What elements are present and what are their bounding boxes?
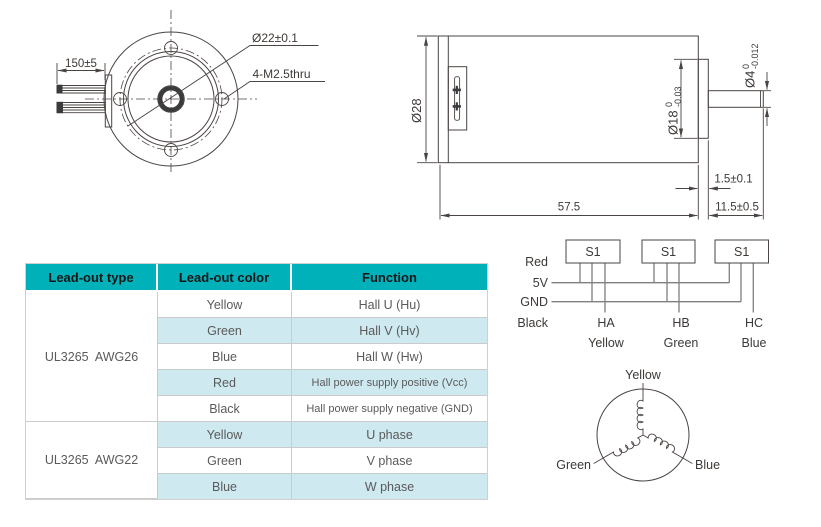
color-cell: Red: [158, 370, 292, 396]
winding-coil-right: [642, 433, 693, 464]
boss-diameter-dimension: Ø18 0 -0.03: [664, 58, 698, 139]
signal-label-hb: HB: [672, 316, 689, 330]
shaft-length-dimension: 11.5±0.5: [708, 108, 764, 220]
leadout-type-awg22: UL3265 AWG22: [26, 422, 158, 499]
hall-sensor-box-3: [714, 239, 769, 264]
winding-label-green: Green: [556, 458, 591, 472]
sensor-3-pins: [728, 263, 754, 313]
supply-label-red: Red: [525, 255, 548, 269]
hall-sensor-box-1: [565, 239, 621, 264]
table-header-row: Lead-out type Lead-out color Function: [26, 264, 487, 292]
color-cell: Blue: [158, 344, 292, 370]
shaft-tolerance-lower: -0.012: [750, 43, 760, 69]
wire-color-label-yellow: Yellow: [588, 336, 625, 350]
signal-label-ha: HA: [597, 316, 615, 330]
pilot-diameter-label: Ø22±0.1: [252, 31, 298, 45]
table-row: UL3265 AWG22 Yellow U phase: [26, 422, 487, 499]
mount-hole-bottom: [164, 143, 178, 157]
supply-label-gnd: GND: [520, 295, 548, 309]
side-view: Ø28 Ø18 0 -0.03 Ø4 0 -0.012: [409, 35, 771, 220]
function-cell: Hall U (Hu): [292, 292, 487, 318]
body-length-dimension: 57.5: [439, 164, 698, 220]
function-cell: U phase: [292, 422, 487, 448]
function-cell: Hall W (Hw): [292, 344, 487, 370]
function-cell: Hall power supply negative (GND): [292, 396, 487, 422]
pilot-diameter-callout: Ø22±0.1: [127, 31, 319, 127]
header-leadout-type: Lead-out type: [26, 264, 158, 292]
winding-label-yellow: Yellow: [625, 368, 662, 382]
boss-tolerance-lower: -0.03: [673, 86, 683, 107]
function-cell: V phase: [292, 448, 487, 474]
table-row: Green Hall V (Hv): [26, 318, 487, 344]
boss-length-label: 1.5±0.1: [714, 174, 752, 186]
winding-diagram: Yellow Green Blue: [556, 368, 720, 482]
mount-hole-left: [113, 92, 127, 106]
table-row: Green V phase: [26, 448, 487, 474]
bolt-circle: [119, 47, 223, 151]
mount-hole-right: [215, 92, 229, 106]
supply-label-black: Black: [517, 316, 548, 330]
shaft-section-ring: [157, 85, 184, 112]
shaft-bore-outer: [157, 85, 185, 113]
winding-coil-left: [593, 434, 644, 464]
front-view: 150±5 Ø22±0.1 4-M2.5thru: [56, 10, 325, 172]
color-cell: Green: [158, 448, 292, 474]
body-diameter-dimension: Ø28: [409, 35, 438, 164]
sensor-1-label: S1: [585, 245, 600, 259]
leadout-type-awg26: UL3265 AWG26: [26, 292, 158, 422]
color-cell: Yellow: [158, 422, 292, 448]
hall-sensor-circuit: S1 S1 S1 Red 5V GND Black HA HB HC Yello…: [517, 239, 769, 350]
wire-length-label: 150±5: [65, 58, 97, 70]
header-leadout-color: Lead-out color: [158, 264, 292, 292]
boss-diameter-label: Ø18: [666, 110, 681, 135]
function-cell: W phase: [292, 474, 487, 499]
color-cell: Blue: [158, 474, 292, 499]
sensor-1-pins: [579, 263, 606, 313]
motor-body-outline: [437, 35, 699, 164]
hall-sensor-box-2: [641, 239, 696, 264]
sensor-3-label: S1: [734, 245, 749, 259]
wire-color-label-green: Green: [664, 336, 699, 350]
pilot-ring-outer: [123, 51, 219, 147]
table-row: Red Hall power supply positive (Vcc): [26, 370, 487, 396]
header-function: Function: [292, 264, 487, 292]
table-row: UL3265 AWG26 Yellow Hall U (Hu): [26, 292, 487, 422]
cable-exit-tab: [104, 74, 113, 128]
leadout-table: Lead-out type Lead-out color Function UL…: [25, 263, 488, 500]
table-row: Black Hall power supply negative (GND): [26, 396, 487, 422]
function-cell: Hall power supply positive (Vcc): [292, 370, 487, 396]
boss-length-dimension: 1.5±0.1: [675, 140, 753, 220]
function-cell: Hall V (Hv): [292, 318, 487, 344]
boss-tolerance-upper: 0: [664, 102, 674, 107]
shaft-diameter-label: Ø4: [743, 71, 758, 88]
shaft-length-label: 11.5±0.5: [715, 202, 759, 214]
sensor-2-label: S1: [661, 245, 676, 259]
signal-label-hc: HC: [745, 316, 763, 330]
sensor-2-pins: [653, 263, 680, 313]
color-cell: Yellow: [158, 292, 292, 318]
body-diameter-label: Ø28: [409, 98, 424, 123]
supply-label-5v: 5V: [533, 276, 549, 290]
mounting-holes-label: 4-M2.5thru: [253, 67, 311, 81]
shaft-outline: [707, 90, 764, 108]
rear-boss-outline: [697, 58, 709, 139]
shaft-diameter-dimension: Ø4 0 -0.012: [741, 43, 771, 126]
connector-detail: [447, 66, 468, 131]
winding-coil-top: [636, 383, 644, 435]
winding-label-blue: Blue: [695, 458, 720, 472]
pilot-ring-inner: [127, 55, 215, 143]
color-cell: Black: [158, 396, 292, 422]
wire-color-label-blue: Blue: [741, 336, 766, 350]
shaft-tolerance-upper: 0: [741, 64, 751, 69]
table-row: Blue Hall W (Hw): [26, 344, 487, 370]
body-length-label: 57.5: [558, 202, 580, 214]
mount-hole-top: [164, 41, 178, 55]
table-row: Blue W phase: [26, 474, 487, 499]
wire-length-dimension: 150±5: [56, 58, 106, 84]
lead-wire-bundle: [56, 84, 106, 114]
flange-outline-circle: [103, 31, 239, 167]
mounting-holes-callout: 4-M2.5thru: [223, 67, 325, 100]
color-cell: Green: [158, 318, 292, 344]
